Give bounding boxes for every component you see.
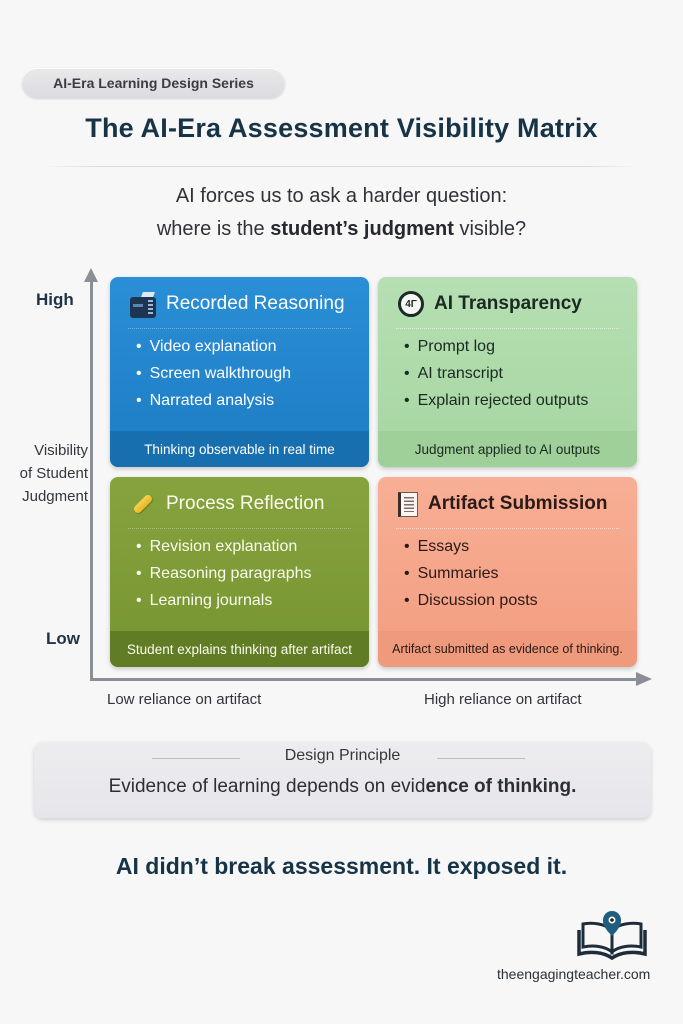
quadrant-list: Video explanation Screen walkthrough Nar… bbox=[136, 333, 291, 414]
quadrant-process-reflection: Process Reflection Revision explanation … bbox=[110, 477, 369, 667]
series-label: AI-Era Learning Design Series bbox=[22, 68, 285, 98]
video-camera-icon bbox=[130, 291, 156, 318]
quadrant-header: Process Reflection bbox=[110, 488, 369, 520]
principle-title: Design Principle bbox=[284, 747, 401, 764]
subtitle: AI forces us to ask a harder question: w… bbox=[0, 180, 683, 246]
y-axis bbox=[90, 280, 93, 680]
subtitle-emphasis: student’s judgment bbox=[270, 218, 454, 240]
x-axis-arrow-icon bbox=[636, 672, 652, 686]
quadrant-ai-transparency: 4Γ AI Transparency Prompt log AI transcr… bbox=[378, 277, 637, 467]
list-item: Discussion posts bbox=[404, 587, 538, 614]
page-title: The AI-Era Assessment Visibility Matrix bbox=[85, 113, 598, 143]
quadrant-title: AI Transparency bbox=[434, 293, 582, 314]
quadrant-header: 4Γ AI Transparency bbox=[378, 288, 637, 320]
list-item: Reasoning paragraphs bbox=[136, 560, 312, 587]
list-item: Summaries bbox=[404, 560, 538, 587]
y-axis-title-line: Judgment bbox=[22, 488, 88, 505]
quadrant-header: Recorded Reasoning bbox=[110, 288, 369, 320]
principle-divider bbox=[152, 758, 240, 759]
site-url: theengagingteacher.com bbox=[497, 966, 651, 982]
principle-divider bbox=[437, 758, 525, 759]
quadrant-footer: Judgment applied to AI outputs bbox=[378, 431, 637, 467]
quadrant-title: Recorded Reasoning bbox=[166, 293, 345, 314]
subtitle-line-2: where is the student’s judgment visible? bbox=[0, 213, 683, 246]
principle-text: Evidence of learning depends on evidence… bbox=[34, 776, 651, 798]
principle-text-regular: Evidence of learning depends on evid bbox=[108, 776, 426, 797]
quadrant-title: Process Reflection bbox=[166, 493, 325, 514]
list-item: Explain rejected outputs bbox=[404, 387, 589, 414]
quadrant-list: Essays Summaries Discussion posts bbox=[404, 533, 538, 614]
ai-badge-icon: 4Γ bbox=[398, 291, 424, 317]
list-item: Video explanation bbox=[136, 333, 291, 360]
quadrant-title: Artifact Submission bbox=[428, 493, 608, 514]
y-axis-high-label: High bbox=[36, 290, 74, 309]
quadrant-footer: Artifact submitted as evidence of thinki… bbox=[378, 631, 637, 667]
list-item: Narrated analysis bbox=[136, 387, 291, 414]
quadrant-footer: Thinking observable in real time bbox=[110, 431, 369, 467]
x-axis-high-label: High reliance on artifact bbox=[424, 691, 582, 708]
list-item: AI transcript bbox=[404, 360, 588, 387]
quadrant-list: Prompt log AI transcript Explain rejecte… bbox=[404, 333, 589, 414]
x-axis bbox=[90, 678, 638, 681]
quadrant-divider bbox=[396, 328, 619, 329]
principle-text-emphasis: ence of thinking. bbox=[425, 776, 577, 797]
list-item: Learning journals bbox=[136, 587, 312, 614]
tagline: AI didn’t break assessment. It exposed i… bbox=[115, 853, 568, 879]
quadrant-divider bbox=[396, 528, 619, 529]
quadrant-footer: Student explains thinking after artifact bbox=[110, 631, 369, 667]
x-axis-low-label: Low reliance on artifact bbox=[107, 691, 262, 708]
document-icon bbox=[398, 491, 418, 517]
list-item: Essays bbox=[404, 533, 538, 560]
y-axis-arrow-icon bbox=[84, 268, 98, 282]
subtitle-text: where is the bbox=[156, 218, 271, 240]
y-axis-title-line: of Student bbox=[19, 465, 88, 482]
quadrant-recorded-reasoning: Recorded Reasoning Video explanation Scr… bbox=[110, 277, 369, 467]
subtitle-text: visible? bbox=[453, 218, 527, 240]
design-principle-box: Design Principle Evidence of learning de… bbox=[34, 742, 651, 818]
pencil-icon bbox=[125, 486, 162, 523]
subtitle-line-1: AI forces us to ask a harder question: bbox=[175, 185, 508, 207]
y-axis-low-label: Low bbox=[46, 629, 80, 648]
title-divider bbox=[44, 166, 639, 167]
quadrant-artifact-submission: Artifact Submission Essays Summaries Dis… bbox=[378, 477, 637, 667]
list-item: Revision explanation bbox=[136, 533, 312, 560]
list-item: Prompt log bbox=[404, 333, 588, 360]
quadrant-header: Artifact Submission bbox=[378, 488, 637, 520]
open-book-location-pin-icon bbox=[577, 911, 647, 961]
quadrant-divider bbox=[128, 328, 351, 329]
quadrant-divider bbox=[128, 528, 351, 529]
y-axis-title-line: Visibility bbox=[34, 442, 88, 459]
y-axis-title: Visibility of Student Judgment bbox=[6, 439, 88, 508]
list-item: Screen walkthrough bbox=[136, 360, 291, 387]
quadrant-list: Revision explanation Reasoning paragraph… bbox=[136, 533, 312, 614]
